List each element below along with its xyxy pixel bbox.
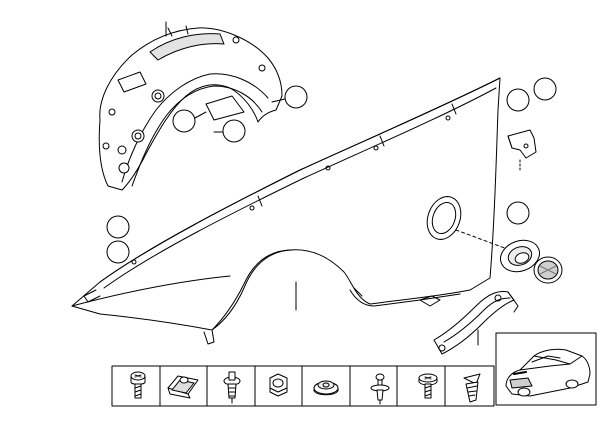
callout-7[interactable] (106, 215, 130, 239)
front-side-panel (71, 77, 511, 345)
spring-nut-icon (167, 375, 199, 399)
grommet-nut-icon (313, 380, 339, 396)
expansion-rivet-icon (223, 371, 241, 404)
callout-3[interactable] (222, 119, 246, 143)
fuel-filler-grommet (500, 239, 540, 273)
hex-nut-icon (269, 373, 288, 397)
callout-6[interactable] (506, 201, 530, 225)
support-strip (433, 291, 519, 355)
callout-group (106, 77, 557, 346)
callout-5[interactable] (533, 77, 557, 101)
callout-8[interactable] (106, 240, 130, 264)
fastener-strip (111, 365, 495, 407)
wheel-arch-liner (98, 21, 283, 191)
spreading-clip-icon (463, 373, 481, 403)
vehicle-thumbnail-icon (495, 332, 597, 406)
mounting-bracket (507, 129, 537, 173)
round-emblem (533, 256, 563, 284)
plastic-pin-icon (370, 373, 390, 405)
callout-4[interactable] (506, 88, 530, 112)
callout-2[interactable] (172, 109, 196, 133)
collar-screw-icon (418, 373, 438, 399)
torx-screw-icon (130, 371, 146, 399)
callout-1[interactable] (284, 85, 308, 109)
